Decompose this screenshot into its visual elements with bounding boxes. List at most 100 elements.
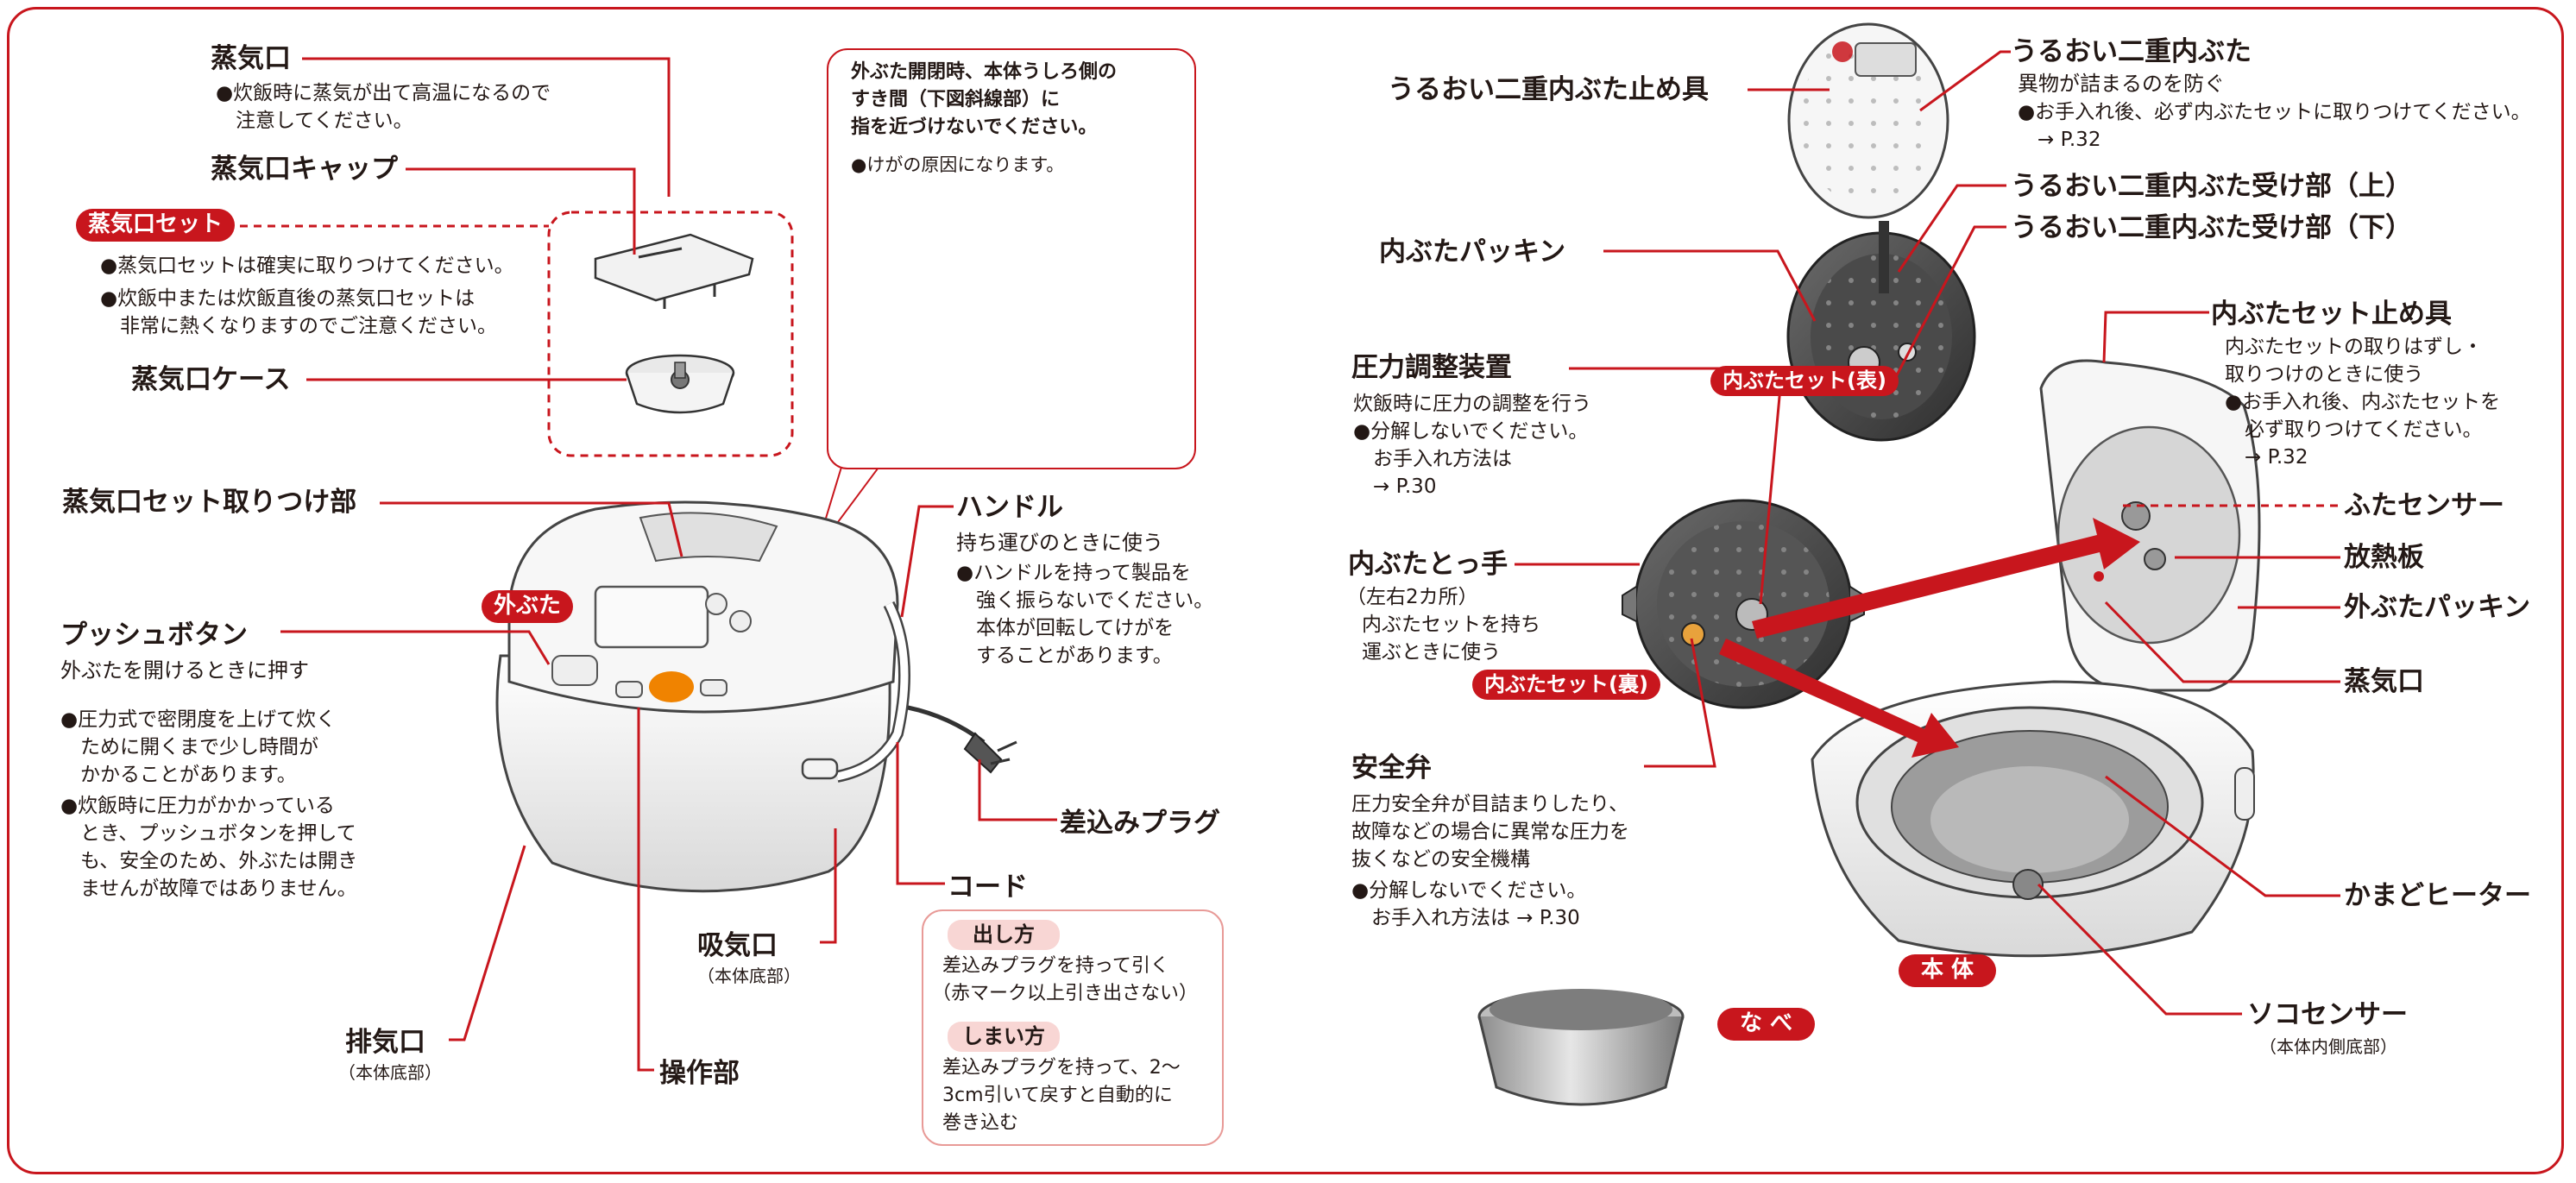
- exhaust-sub: （本体底部）: [338, 1062, 442, 1083]
- pot-badge: な べ: [1717, 1008, 1816, 1041]
- set-front-badge: 内ぶたセット(表): [1710, 366, 1899, 397]
- steam-case-label: 蒸気口ケース: [131, 364, 291, 395]
- bottom-sensor-label: ソコセンサー: [2247, 999, 2408, 1030]
- packing-label: 内ぶたパッキン: [1379, 236, 1566, 267]
- bottom-sensor-sub: （本体内側底部）: [2259, 1036, 2397, 1057]
- set-stopper-label: 内ぶたセット止め具: [2211, 299, 2452, 330]
- arrow-knob: [1752, 518, 2140, 639]
- pull-title: 出し方: [948, 920, 1060, 950]
- safety-note-1: 圧力安全弁が目詰まりしたり、: [1351, 793, 1629, 815]
- steam-set-note-3: 非常に熱くなりますのでご注意ください。: [100, 315, 497, 337]
- handle-note-3: 本体が回転してけがを: [956, 617, 1175, 639]
- sensor-label: ふたセンサー: [2344, 490, 2504, 521]
- set-back-badge: 内ぶたセット(裏): [1472, 670, 1660, 701]
- handle-note-2: 強く振らないでください。: [956, 589, 1214, 612]
- recv-top-label: うるおい二重内ぶた受け部（上）: [2011, 171, 2412, 202]
- outer-lid-badge: 外ぶた: [482, 590, 574, 623]
- warning-title-1: 外ぶた開閉時、本体うしろ側の: [851, 61, 1118, 83]
- safety-note-3: 抜くなどの安全機構: [1351, 848, 1530, 871]
- rice-cooker-main-illustration: [495, 500, 1017, 893]
- intake-sub: （本体底部）: [697, 966, 801, 986]
- warning-title-2: すき間（下図斜線部）に: [851, 89, 1061, 110]
- lcd-screen: [594, 585, 709, 649]
- right-leader-lines: [1515, 50, 2340, 1016]
- inner-lid2-note-2: → P.32: [2018, 129, 2101, 151]
- plug-label: 差込みプラグ: [1060, 808, 1220, 839]
- inner-lid2-sub: 異物が詰まるのを防ぐ: [2018, 72, 2225, 96]
- push-note-1: ●圧力式で密閉度を上げて炊く: [60, 708, 337, 731]
- store-text-1: 差込みプラグを持って、2〜: [942, 1057, 1181, 1079]
- left-leader-lines: [280, 57, 1057, 1072]
- set-stopper-note-2: 取りつけのときに使う: [2225, 363, 2424, 386]
- knob-note-1: （左右2カ所）: [1346, 586, 1478, 608]
- knob-note-3: 運ぶときに使う: [1362, 641, 1501, 664]
- moisture-inner-lid-illustration: [1787, 22, 1949, 219]
- knob-note-2: 内ぶたセットを持ち: [1362, 614, 1540, 636]
- steam-port-note-2: 注意してください。: [216, 110, 413, 132]
- handle-label: ハンドル: [956, 492, 1063, 523]
- handle-sub: 持ち運びのときに使う: [956, 531, 1163, 555]
- push-button-label: プッシュボタン: [60, 620, 248, 651]
- handle-note-1: ●ハンドルを持って製品を: [956, 562, 1191, 584]
- set-stopper-note-5: → P.32: [2225, 446, 2308, 469]
- steam-port-note-1: ●炊飯時に蒸気が出て高温になるので: [216, 82, 551, 104]
- push-note-4: ●炊飯時に圧力がかかっている: [60, 795, 335, 817]
- inner-lid-set-front-illustration: [1786, 221, 1976, 442]
- steam-set-badge: 蒸気口セット: [76, 209, 236, 242]
- intake-label: 吸気口: [697, 930, 778, 961]
- body-badge: 本 体: [1899, 954, 1997, 987]
- push-note-3: かかることがあります。: [60, 764, 297, 786]
- safety-label: 安全弁: [1351, 752, 1432, 783]
- stopper-label: うるおい二重内ぶた止め具: [1388, 74, 1709, 105]
- knob-label: 内ぶたとっ手: [1348, 549, 1508, 580]
- pull-text-2: （赤マーク以上引き出さない）: [932, 983, 1199, 1004]
- steam-case-illustration: [625, 354, 735, 414]
- warning-note: ●けがの原因になります。: [851, 154, 1065, 175]
- pressure-note-1: 炊飯時に圧力の調整を行う: [1353, 393, 1591, 415]
- push-button-shape: [551, 655, 598, 686]
- steam-cap-illustration: [594, 233, 754, 309]
- store-text-2: 3cm引いて戻すと自動的に: [942, 1085, 1173, 1106]
- pressure-label: 圧力調整装置: [1351, 352, 1512, 383]
- pressure-note-3: お手入れ方法は: [1353, 448, 1512, 470]
- safety-note-2: 故障などの場合に異常な圧力を: [1351, 821, 1629, 843]
- inner-lid2-label: うるおい二重内ぶた: [2011, 36, 2252, 67]
- mount-label: 蒸気口セット取りつけ部: [62, 487, 357, 518]
- steam-set-note-1: ●蒸気口セットは確実に取りつけてください。: [100, 255, 514, 277]
- pot-illustration: [1477, 989, 1685, 1106]
- exhaust-label: 排気口: [345, 1027, 425, 1058]
- cord-label: コード: [948, 872, 1028, 903]
- orange-start-button: [649, 671, 694, 702]
- steam-set-note-2: ●炊飯中または炊飯直後の蒸気口セットは: [100, 287, 476, 310]
- warning-box: [827, 48, 1196, 469]
- set-stopper-note-4: 必ず取りつけてください。: [2225, 418, 2483, 441]
- pull-text-1: 差込みプラグを持って引く: [942, 955, 1169, 977]
- arrow-safety: [1719, 639, 1959, 758]
- page-frame: [7, 7, 2564, 1174]
- steam-cap-label: 蒸気口キャップ: [211, 154, 398, 185]
- set-stopper-note-3: ●お手入れ後、内ぶたセットを: [2225, 391, 2501, 413]
- control-label: 操作部: [659, 1058, 740, 1089]
- handle-note-4: することがあります。: [956, 645, 1173, 667]
- pressure-note-4: → P.30: [1353, 475, 1437, 498]
- push-note-2: ために開くまで少し時間が: [60, 736, 318, 758]
- push-note-7: ませんが故障ではありません。: [60, 878, 357, 900]
- heater-label: かまどヒーター: [2344, 880, 2531, 911]
- store-title: しまい方: [948, 1022, 1060, 1052]
- push-note-5: とき、プッシュボタンを押して: [60, 822, 356, 845]
- inner-lid2-note-1: ●お手入れ後、必ず内ぶたセットに取りつけてください。: [2018, 101, 2531, 123]
- steam-port-label: 蒸気口: [211, 43, 291, 74]
- push-note-6: も、安全のため、外ぶたは開き: [60, 850, 358, 872]
- radiator-label: 放熱板: [2344, 542, 2424, 573]
- right-steam-port-label: 蒸気口: [2344, 666, 2424, 697]
- safety-note-5: お手入れ方法は → P.30: [1351, 907, 1580, 929]
- recv-bottom-label: うるおい二重内ぶた受け部（下）: [2011, 212, 2412, 243]
- pressure-note-2: ●分解しないでください。: [1353, 420, 1589, 443]
- warning-title-3: 指を近づけないでください。: [851, 116, 1098, 138]
- set-stopper-note-1: 内ぶたセットの取りはずし・: [2225, 336, 2483, 358]
- outer-packing-label: 外ぶたパッキン: [2344, 592, 2531, 623]
- open-cooker-body-illustration: [1811, 359, 2261, 958]
- steam-set-dashed-box: [547, 211, 794, 457]
- push-button-sub: 外ぶたを開けるときに押す: [60, 658, 309, 683]
- safety-note-4: ●分解しないでください。: [1351, 879, 1587, 902]
